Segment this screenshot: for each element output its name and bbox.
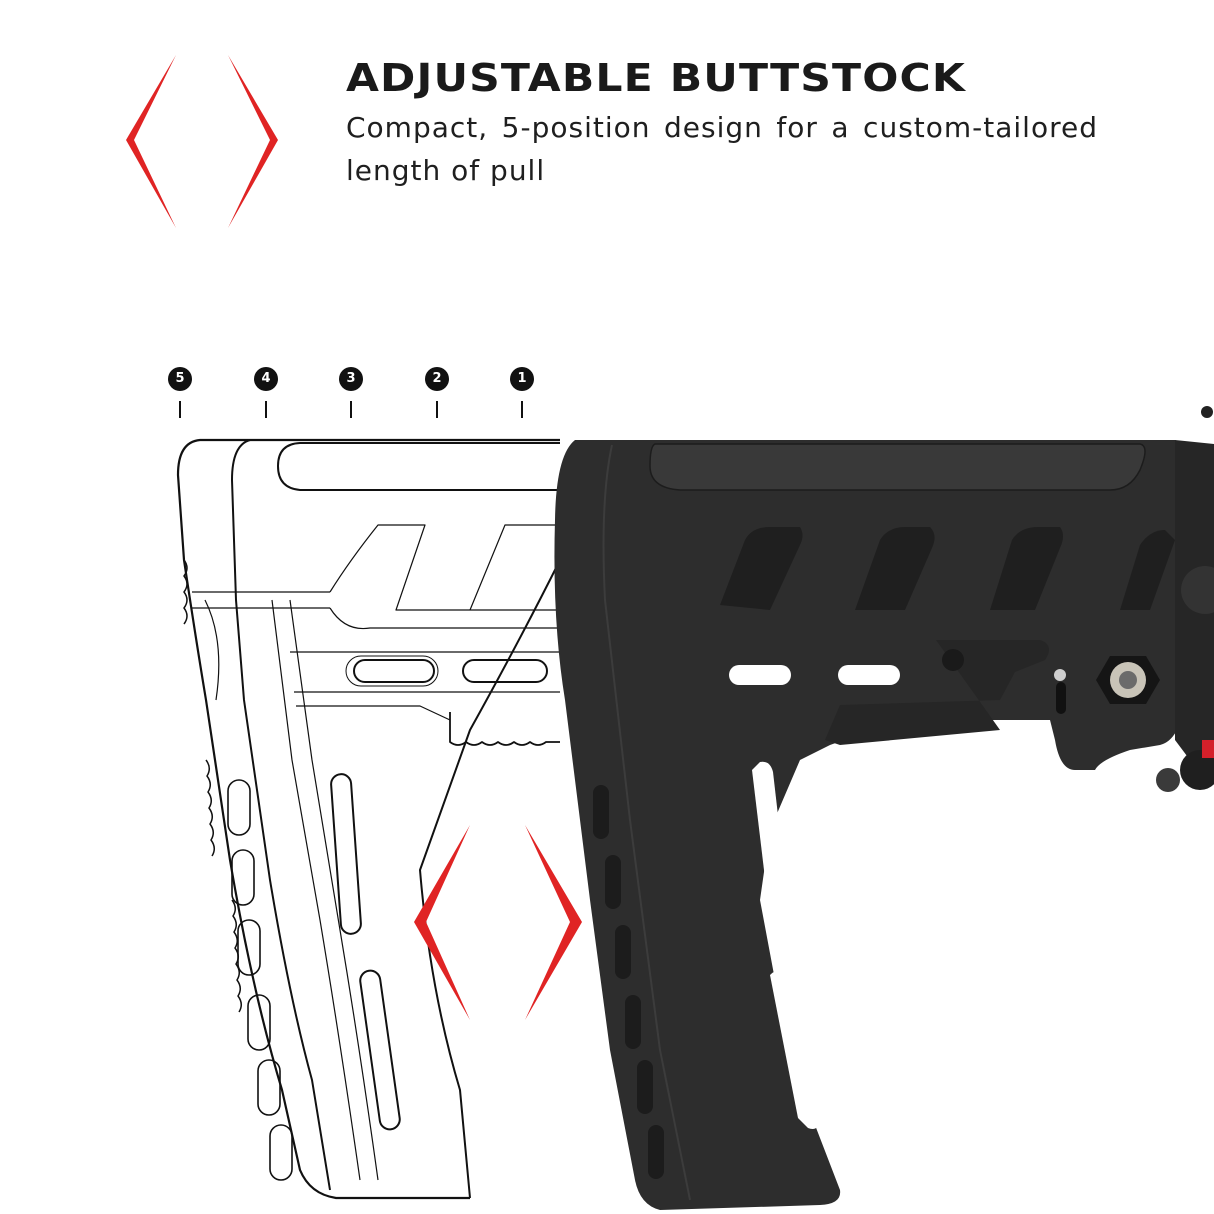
position-number-badge: 2 <box>425 367 449 391</box>
position-tick <box>521 401 523 418</box>
position-marker-2: 2 <box>418 367 456 418</box>
position-number-badge: 1 <box>510 367 534 391</box>
position-number-badge: 4 <box>254 367 278 391</box>
position-marker-3: 3 <box>332 367 370 418</box>
position-marker-4: 4 <box>247 367 285 418</box>
position-tick <box>350 401 352 418</box>
page-subtitle: Compact, 5-position design for a custom-… <box>346 111 1098 187</box>
position-number-badge: 5 <box>168 367 192 391</box>
position-tick <box>179 401 181 418</box>
position-tick <box>265 401 267 418</box>
position-number-badge: 3 <box>339 367 363 391</box>
position-marker-1: 1 <box>503 367 541 418</box>
position-tick <box>436 401 438 418</box>
page-title: ADJUSTABLE BUTTSTOCK <box>346 56 966 100</box>
position-marker-5: 5 <box>161 367 199 418</box>
